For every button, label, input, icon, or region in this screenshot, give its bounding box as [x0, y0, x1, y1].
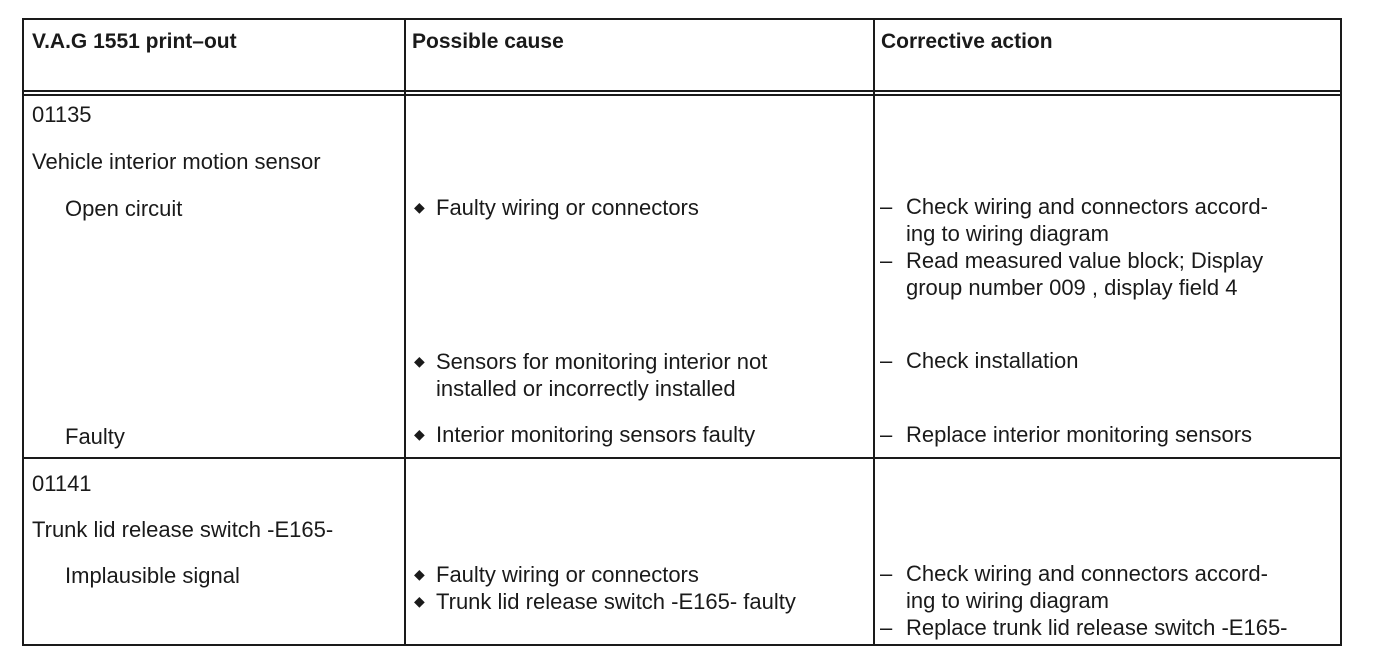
- possible-cause: Interior monitoring sensors faulty: [436, 422, 756, 447]
- fault-component: Trunk lid release switch -E165-: [32, 517, 334, 542]
- possible-cause: Faulty wiring or connectors: [436, 562, 699, 587]
- header-divider: [24, 90, 1340, 92]
- bullet-icon: ◆: [414, 593, 425, 609]
- dash-icon: –: [880, 615, 893, 640]
- header-divider: [24, 94, 1340, 96]
- corrective-action-line: Check wiring and connectors accord-: [906, 194, 1268, 219]
- corrective-action-line: ing to wiring diagram: [906, 588, 1109, 613]
- corrective-action-line: Read measured value block; Display: [906, 248, 1264, 273]
- fault-component: Vehicle interior motion sensor: [32, 149, 321, 174]
- bullet-icon: ◆: [414, 353, 425, 369]
- possible-cause: Trunk lid release switch -E165- faulty: [436, 589, 796, 614]
- possible-cause: Sensors for monitoring interior not: [436, 349, 768, 374]
- bullet-icon: ◆: [414, 566, 425, 582]
- fault-table: [22, 18, 1342, 646]
- column-divider: [404, 20, 406, 644]
- fault-code: 01141: [32, 471, 92, 496]
- header-printout: V.A.G 1551 print–out: [32, 30, 237, 53]
- corrective-action-line: Replace interior monitoring sensors: [906, 422, 1253, 447]
- header-corrective-action: Corrective action: [881, 30, 1053, 53]
- row-divider: [24, 457, 1340, 459]
- dash-icon: –: [880, 348, 893, 373]
- possible-cause: Faulty wiring or connectors: [436, 195, 699, 220]
- corrective-action-line: ing to wiring diagram: [906, 221, 1109, 246]
- possible-cause: installed or incorrectly installed: [436, 376, 736, 401]
- fault-condition: Implausible signal: [65, 563, 240, 588]
- corrective-action-line: group number 009 , display field 4: [906, 275, 1238, 300]
- header-possible-cause: Possible cause: [412, 30, 564, 53]
- corrective-action-line: Check wiring and connectors accord-: [906, 561, 1268, 586]
- bullet-icon: ◆: [414, 199, 425, 215]
- corrective-action-line: Replace trunk lid release switch -E165-: [906, 615, 1288, 640]
- bullet-icon: ◆: [414, 426, 425, 442]
- fault-code: 01135: [32, 102, 92, 127]
- fault-condition: Open circuit: [65, 196, 183, 221]
- dash-icon: –: [880, 561, 893, 586]
- fault-condition: Faulty: [65, 424, 125, 449]
- corrective-action-line: Check installation: [906, 348, 1079, 373]
- dash-icon: –: [880, 248, 893, 273]
- dash-icon: –: [880, 194, 893, 219]
- column-divider: [873, 20, 875, 644]
- dash-icon: –: [880, 422, 893, 447]
